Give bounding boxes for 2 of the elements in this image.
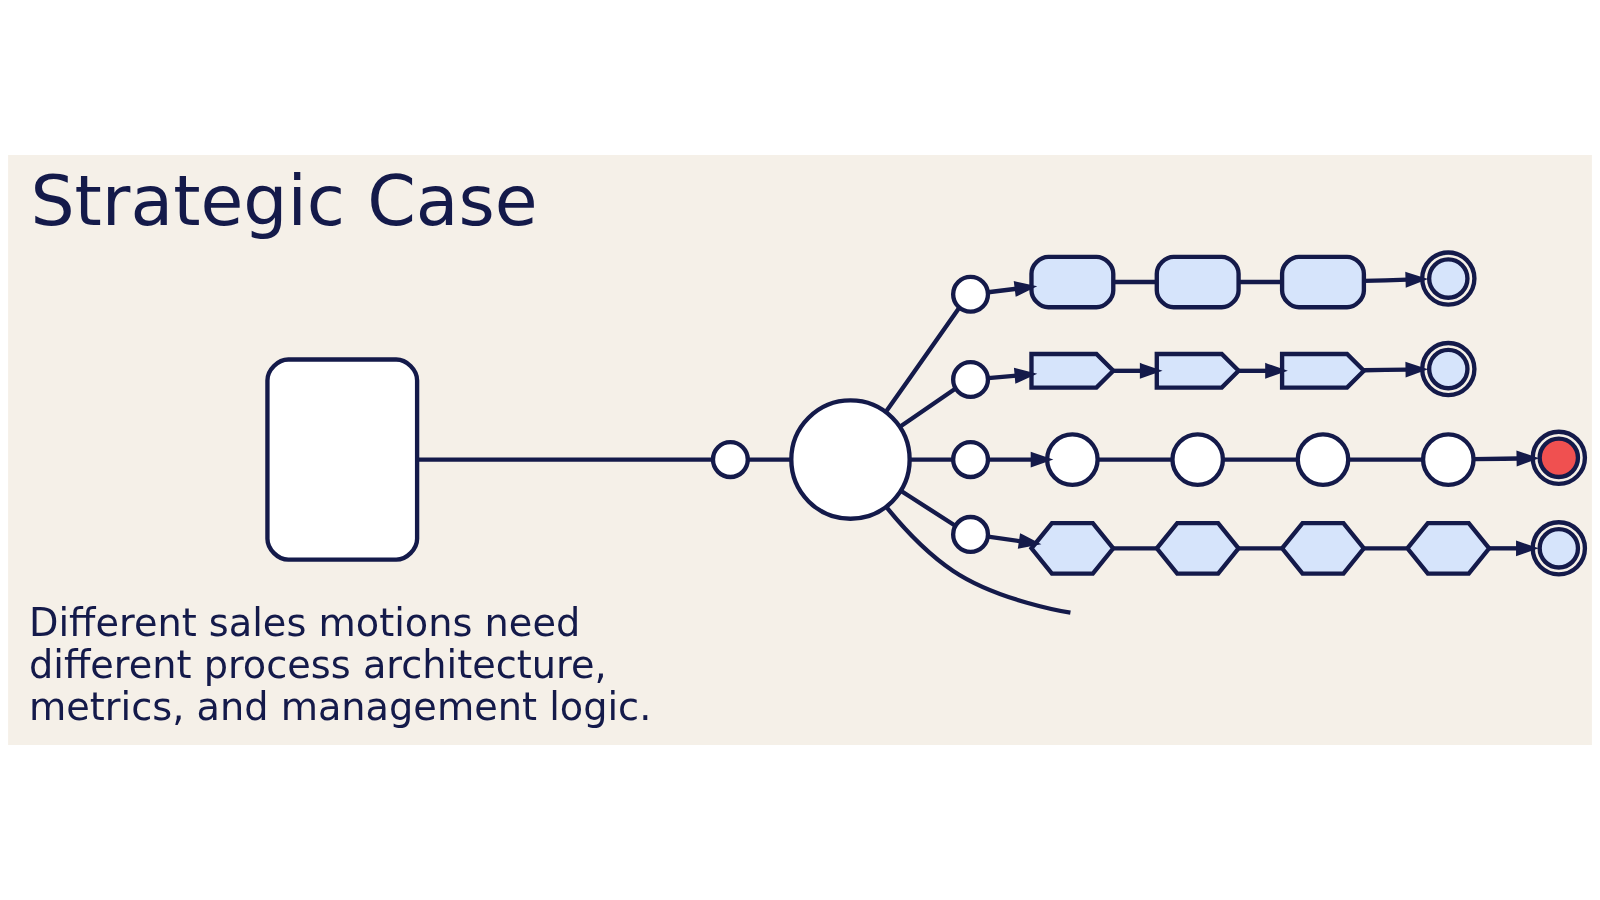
diagram-title: Strategic Case xyxy=(30,159,538,241)
label: Different sales motions need different process architecture, metrics, and management logic. xyxy=(29,600,652,729)
